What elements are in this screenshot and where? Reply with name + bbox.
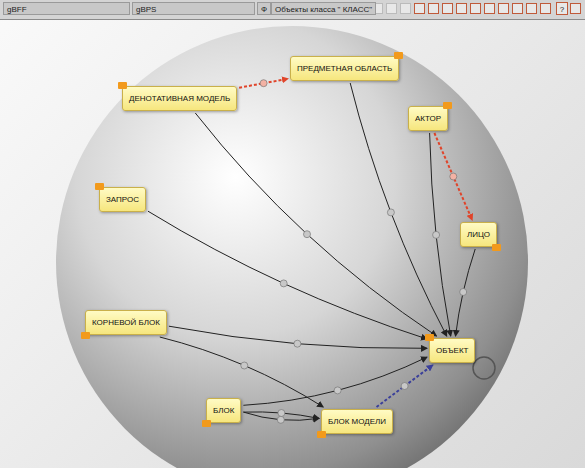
- class-tag: [202, 420, 211, 427]
- class-name: АКТОР: [415, 114, 441, 123]
- class-name: ЛИЦО: [467, 230, 490, 239]
- relation-line: [169, 326, 427, 348]
- relation-line: [160, 337, 323, 407]
- relation-line: [243, 357, 427, 405]
- edge-handle: [241, 362, 248, 369]
- edge-handle: [280, 280, 287, 287]
- class-box: ДЕНОТАТИВНАЯ МОДЕЛЬ: [122, 86, 237, 111]
- toolbar-icon: [484, 3, 495, 14]
- class-name: ЗАПРОС: [106, 195, 139, 204]
- toolbar-field: ?: [556, 2, 568, 15]
- toolbar-field: Объекты класса " КЛАСС": [271, 2, 376, 15]
- class-tag: [425, 334, 434, 341]
- class-name: ПРЕДМЕТНАЯ ОБЛАСТЬ: [297, 64, 392, 73]
- edge-handle: [304, 231, 311, 238]
- toolbar: gBFFgBPSФОбъекты класса " КЛАСС"?: [0, 0, 585, 20]
- class-tag: [443, 102, 452, 109]
- toolbar-icon: [400, 3, 411, 14]
- class-box: ПРЕДМЕТНАЯ ОБЛАСТЬ: [290, 56, 399, 81]
- edge-handle: [334, 387, 341, 394]
- toolbar-icon: [540, 3, 551, 14]
- class-box: АКТОР: [408, 106, 448, 131]
- sphere: [56, 26, 528, 468]
- toolbar-icon: [414, 3, 425, 14]
- edge-handle: [260, 80, 267, 87]
- class-name: БЛОК МОДЕЛИ: [328, 417, 386, 426]
- toolbar-icon: [512, 3, 523, 14]
- self-loop: [473, 357, 495, 379]
- edge-handle: [450, 173, 457, 180]
- class-box: ЛИЦО: [460, 222, 497, 247]
- class-tag: [118, 82, 127, 89]
- toolbar-icon: [526, 3, 537, 14]
- toolbar-icon: [470, 3, 481, 14]
- edge-handle: [294, 340, 301, 347]
- edge-handle: [278, 410, 285, 417]
- class-name: КОРНЕВОЙ БЛОК: [92, 318, 160, 327]
- toolbar-icon: [570, 3, 581, 14]
- toolbar-icon: [442, 3, 453, 14]
- edge-handle: [401, 383, 408, 390]
- edge-handle: [433, 231, 440, 238]
- relation-line: [350, 83, 447, 336]
- edge-handle: [277, 416, 284, 423]
- relation-line: [195, 113, 436, 336]
- relation-line: [148, 211, 427, 339]
- class-tag: [81, 332, 90, 339]
- class-tag: [492, 244, 501, 251]
- relation-line: [377, 365, 433, 407]
- class-name: ОБЪЕКТ: [436, 346, 468, 355]
- edge-handle: [460, 289, 467, 296]
- relation-line: [434, 133, 472, 220]
- relation-line: [456, 249, 476, 336]
- class-box: КОРНЕВОЙ БЛОК: [85, 310, 167, 335]
- toolbar-field: gBPS: [132, 2, 255, 15]
- class-name: БЛОК: [213, 406, 234, 415]
- class-box: БЛОК МОДЕЛИ: [321, 409, 393, 434]
- class-box: БЛОК: [206, 398, 241, 423]
- toolbar-icon: [428, 3, 439, 14]
- class-box: ОБЪЕКТ: [429, 338, 475, 363]
- toolbar-icon: [498, 3, 509, 14]
- edge-handle: [387, 209, 394, 216]
- relation-line: [239, 79, 288, 88]
- relation-line: [430, 133, 451, 336]
- toolbar-field: gBFF: [3, 2, 130, 15]
- toolbar-icon: [456, 3, 467, 14]
- toolbar-field: Ф: [257, 2, 271, 15]
- toolbar-icon: [386, 3, 397, 14]
- class-box: ЗАПРОС: [99, 187, 146, 212]
- class-tag: [95, 183, 104, 190]
- class-tag: [394, 52, 403, 59]
- class-tag: [317, 431, 326, 438]
- class-name: ДЕНОТАТИВНАЯ МОДЕЛЬ: [129, 94, 230, 103]
